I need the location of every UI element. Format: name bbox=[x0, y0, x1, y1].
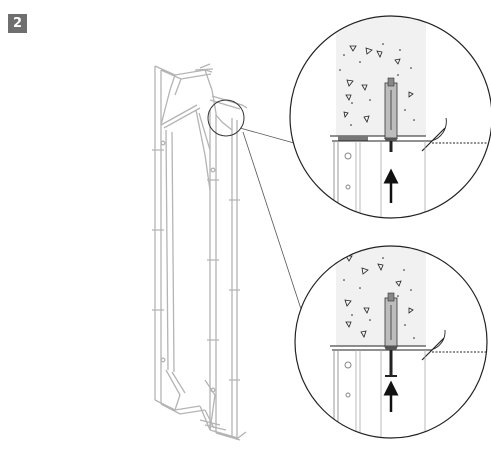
bottom-detail-view bbox=[294, 245, 488, 439]
detail-highlight-circle bbox=[207, 99, 245, 137]
cabinet-frame-icon bbox=[152, 63, 248, 441]
top-detail-view bbox=[289, 15, 491, 219]
step-number-badge: 2 bbox=[8, 14, 27, 33]
leader-lines bbox=[239, 127, 302, 310]
